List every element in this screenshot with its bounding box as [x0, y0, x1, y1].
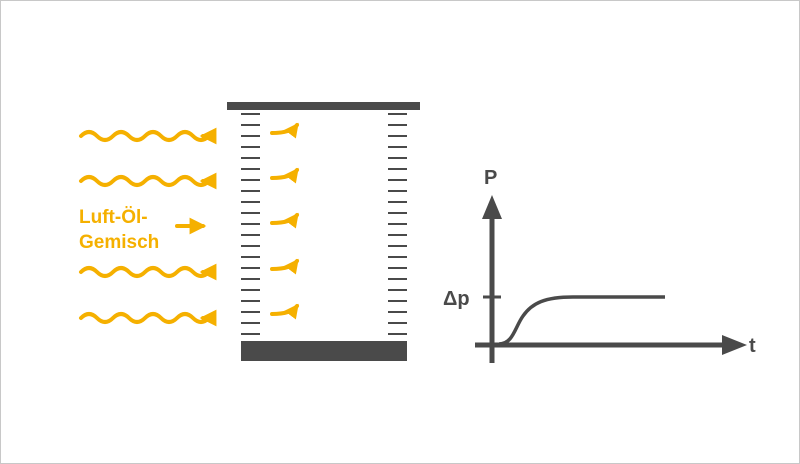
pressure-curve	[498, 295, 665, 346]
right-filter-layer	[388, 113, 407, 335]
wavy-arrow-icon	[79, 172, 217, 190]
wavy-arrow-icon	[79, 263, 217, 281]
delta-p-label: Δp	[443, 288, 470, 310]
inflow-arrows	[79, 127, 217, 327]
filter-element	[227, 102, 420, 361]
bottom-cap	[241, 341, 407, 361]
pressure-graph: P t Δp	[443, 167, 756, 363]
curved-arrow-icon	[270, 122, 299, 139]
wavy-arrow-icon	[79, 127, 217, 145]
y-axis-arrowhead	[482, 195, 502, 219]
curved-arrow-icon	[270, 258, 299, 275]
x-axis-arrowhead	[722, 335, 747, 355]
top-cap	[227, 102, 420, 110]
fluid-label-line1: Luft-Öl-	[79, 207, 148, 228]
wavy-arrow-icon	[79, 309, 217, 327]
fluid-label-line2: Gemisch	[79, 232, 159, 253]
outflow-arrows	[270, 122, 299, 320]
x-axis-label: t	[749, 335, 756, 357]
curved-arrow-icon	[270, 303, 299, 320]
left-filter-layer	[241, 113, 260, 335]
y-axis-label: P	[484, 167, 497, 189]
curved-arrow-icon	[270, 212, 299, 229]
curved-arrow-icon	[270, 167, 299, 184]
